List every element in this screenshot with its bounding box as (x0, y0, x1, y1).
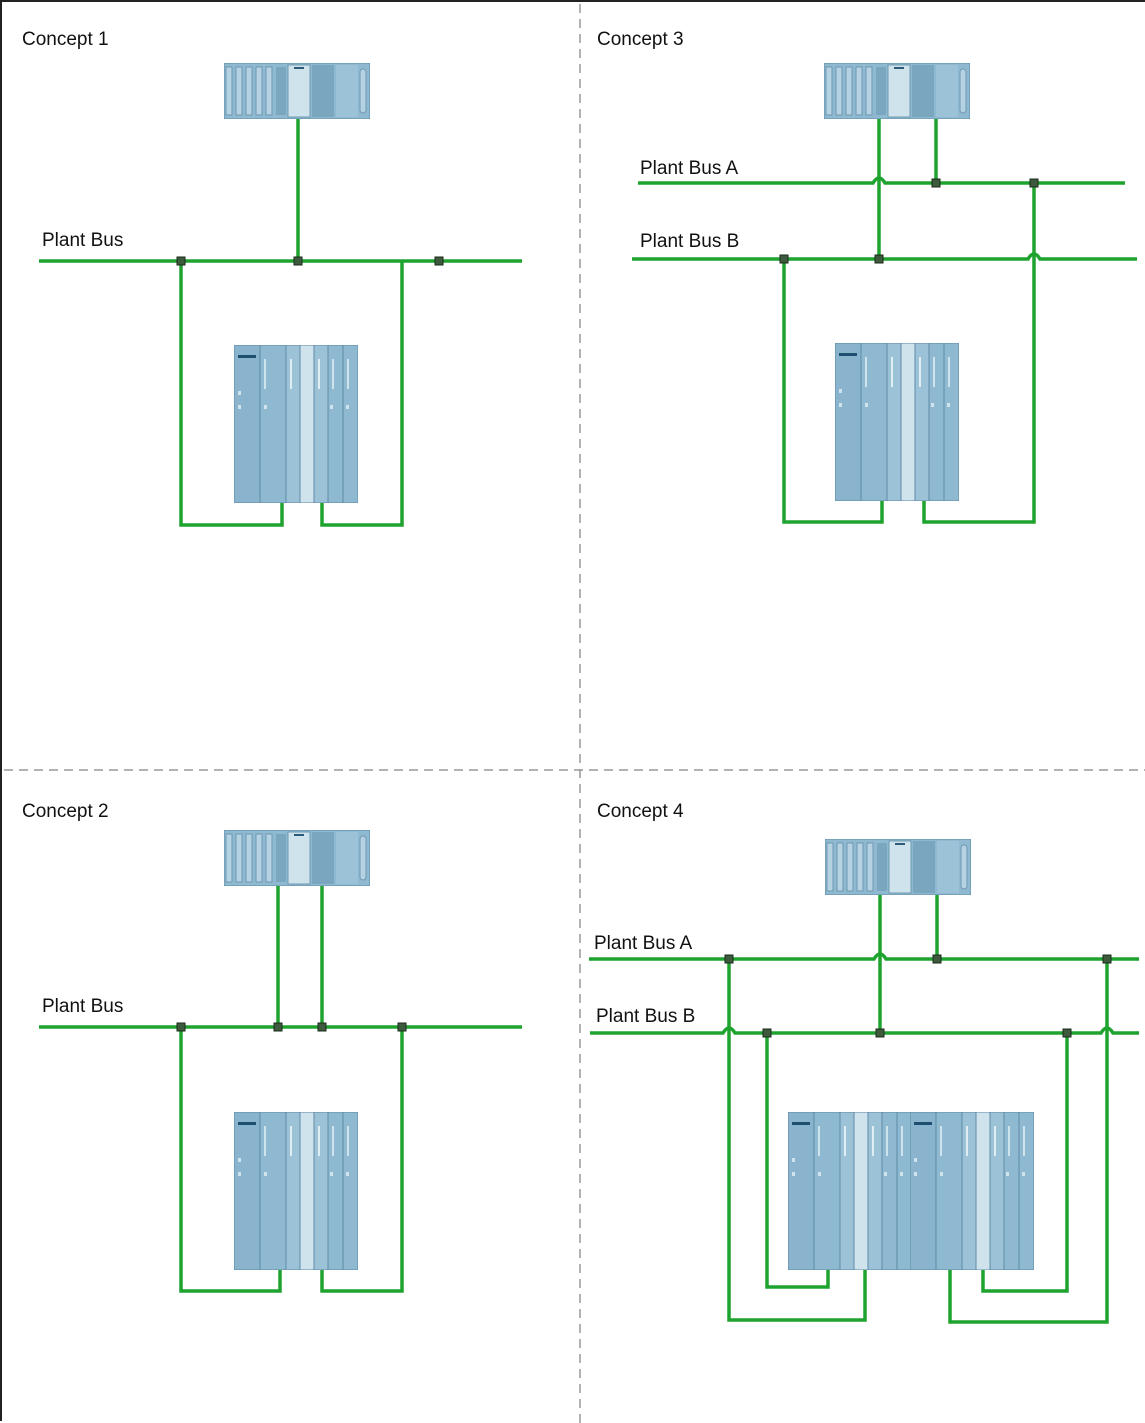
concept-2-panel: Concept 2 Plant Bus (22, 801, 522, 1293)
bus-node (397, 1022, 407, 1032)
concept-1-title: Concept 1 (22, 29, 109, 50)
bus-node (293, 256, 303, 266)
automation-controller-rack-icon (234, 345, 358, 503)
bus-node (434, 256, 444, 266)
concept-4-bus-b-label: Plant Bus B (596, 1006, 695, 1027)
operator-station-server-icon (825, 839, 971, 895)
operator-station-server-icon (224, 63, 370, 119)
automation-controller-rack-icon (788, 1112, 912, 1270)
automation-controller-rack-icon (234, 1112, 358, 1270)
automation-controller-rack-icon (910, 1112, 1034, 1270)
concept-2-bus-label: Plant Bus (42, 996, 123, 1017)
bus-node (1062, 1028, 1072, 1038)
bus-node (931, 178, 941, 188)
automation-controller-rack-icon (835, 343, 959, 501)
bus-node (875, 1028, 885, 1038)
concept-3-bus-a-label: Plant Bus A (640, 158, 739, 179)
concept-2-title: Concept 2 (22, 801, 109, 822)
concept-4-bus-lines (589, 895, 1139, 1324)
concept-4-bus-a-label: Plant Bus A (594, 933, 693, 954)
bus-node (273, 1022, 283, 1032)
concept-1-panel: Concept 1 Plant Bus (22, 29, 522, 527)
concept-1-bus-label: Plant Bus (42, 230, 123, 251)
operator-station-server-icon (224, 830, 370, 886)
bus-node (176, 256, 186, 266)
bus-node (779, 254, 789, 264)
bus-node (932, 954, 942, 964)
bus-node (762, 1028, 772, 1038)
bus-node (176, 1022, 186, 1032)
bus-node (317, 1022, 327, 1032)
concept-4-panel: Concept 4 Plant Bus A Plant Bus B (589, 801, 1139, 1324)
concept-3-bus-lines (632, 119, 1137, 524)
concept-3-bus-b-label: Plant Bus B (640, 231, 739, 252)
concept-3-panel: Concept 3 Plant Bus A Plant Bus B (597, 29, 1137, 524)
operator-station-server-icon (824, 63, 970, 119)
bus-node (874, 254, 884, 264)
concept-4-title: Concept 4 (597, 801, 684, 822)
concept-3-title: Concept 3 (597, 29, 684, 50)
bus-node (1029, 178, 1039, 188)
bus-node (1102, 954, 1112, 964)
bus-node (724, 954, 734, 964)
